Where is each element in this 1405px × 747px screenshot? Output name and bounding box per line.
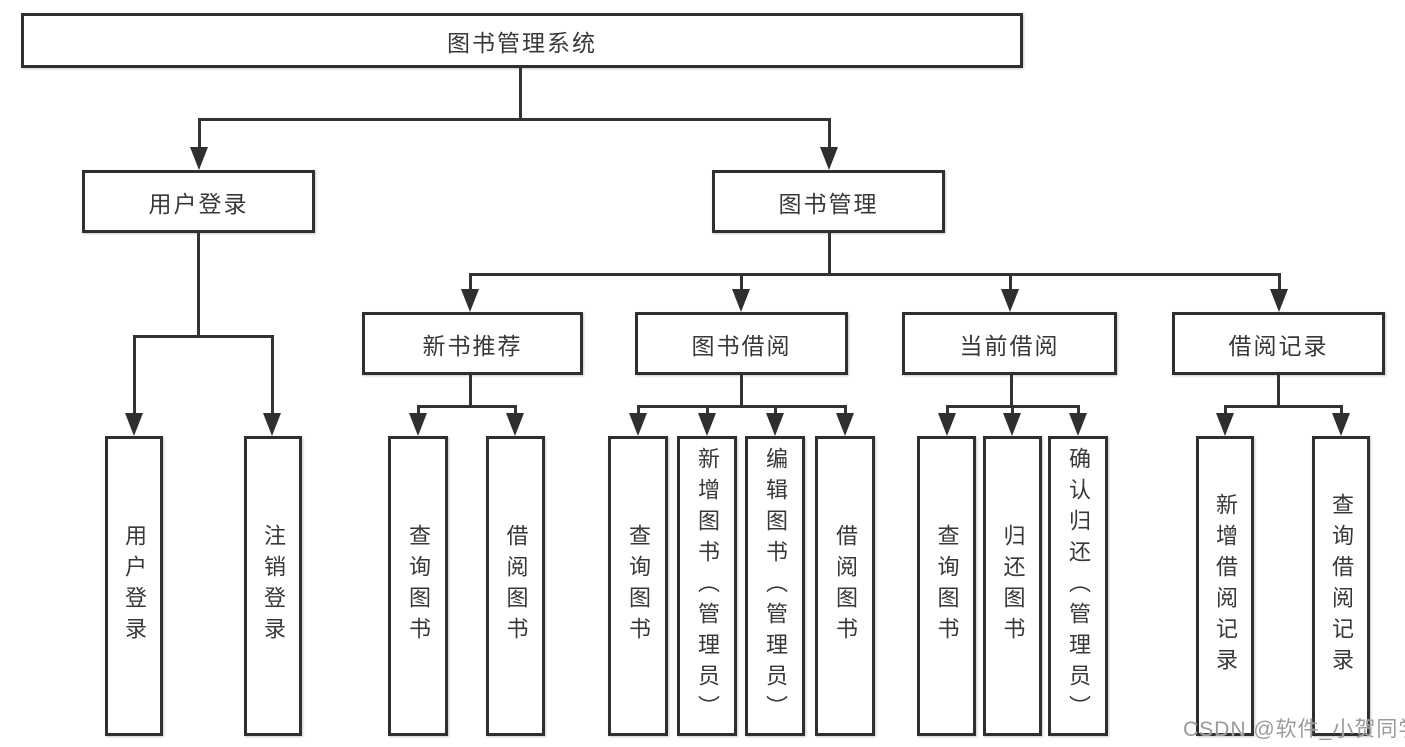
node-label: 编辑图书（管理员） bbox=[763, 446, 788, 726]
leaf-query-borrow-record: 查询借阅记录 bbox=[1312, 436, 1370, 736]
node-label: 借阅记录 bbox=[1228, 332, 1329, 359]
connector-line bbox=[1224, 408, 1227, 416]
node-user-login: 用户登录 bbox=[82, 170, 315, 233]
leaf-borrow-book-2: 借阅图书 bbox=[815, 436, 875, 736]
node-current-borrow: 当前借阅 bbox=[902, 312, 1117, 375]
connector-line bbox=[946, 405, 1080, 408]
down-arrowhead-icon bbox=[766, 413, 784, 436]
leaf-query-book-3: 查询图书 bbox=[917, 436, 976, 736]
down-arrowhead-icon bbox=[506, 413, 524, 436]
connector-line bbox=[1340, 408, 1343, 416]
connector-line bbox=[469, 375, 472, 407]
connector-line bbox=[637, 405, 847, 408]
node-label: 借阅图书 bbox=[503, 524, 529, 648]
connector-line bbox=[133, 338, 136, 414]
connector-line bbox=[844, 408, 847, 416]
down-arrowhead-icon bbox=[461, 289, 479, 312]
down-arrowhead-icon bbox=[1001, 289, 1019, 312]
connector-line bbox=[1010, 375, 1013, 407]
connector-line bbox=[519, 68, 522, 121]
connector-line bbox=[1009, 276, 1012, 291]
leaf-return-book: 归还图书 bbox=[983, 436, 1042, 736]
down-arrowhead-icon bbox=[732, 289, 750, 312]
node-label: 图书借阅 bbox=[691, 332, 792, 359]
down-arrowhead-icon bbox=[629, 413, 647, 436]
node-label: 当前借阅 bbox=[959, 332, 1060, 359]
down-arrowhead-icon bbox=[190, 147, 208, 170]
node-label: 图书管理系统 bbox=[447, 29, 597, 56]
connector-line bbox=[828, 233, 831, 275]
down-arrowhead-icon bbox=[1003, 413, 1021, 436]
node-label: 查询图书 bbox=[626, 524, 651, 648]
connector-line bbox=[1077, 408, 1080, 416]
leaf-borrow-book-1: 借阅图书 bbox=[486, 436, 545, 736]
down-arrowhead-icon bbox=[263, 413, 281, 436]
node-book-management: 图书管理 bbox=[712, 170, 945, 233]
watermark: CSDN @软件_小贺同学 bbox=[1183, 718, 1405, 741]
node-label: 图书管理 bbox=[778, 190, 879, 217]
connector-line bbox=[740, 375, 743, 407]
connector-line bbox=[469, 276, 472, 291]
leaf-confirm-return-admin: 确认归还（管理员） bbox=[1048, 436, 1108, 736]
down-arrowhead-icon bbox=[1069, 413, 1087, 436]
connector-line bbox=[271, 338, 274, 414]
connector-line bbox=[514, 408, 517, 416]
node-label: 归还图书 bbox=[1000, 524, 1026, 648]
connector-line bbox=[1011, 408, 1014, 416]
node-book-borrow: 图书借阅 bbox=[635, 312, 848, 375]
connector-line bbox=[417, 408, 420, 416]
node-label: 新书推荐 bbox=[422, 332, 523, 359]
down-arrowhead-icon bbox=[1216, 413, 1234, 436]
node-label: 确认归还（管理员） bbox=[1066, 446, 1091, 726]
connector-line bbox=[1224, 405, 1343, 408]
connector-line bbox=[637, 408, 640, 416]
down-arrowhead-icon bbox=[836, 413, 854, 436]
node-label: 查询图书 bbox=[406, 524, 431, 648]
connector-line bbox=[133, 335, 274, 338]
down-arrowhead-icon bbox=[698, 413, 716, 436]
connector-line bbox=[1277, 375, 1280, 407]
down-arrowhead-icon bbox=[820, 147, 838, 170]
connector-line bbox=[706, 408, 709, 416]
down-arrowhead-icon bbox=[125, 413, 143, 436]
node-borrow-records: 借阅记录 bbox=[1172, 312, 1385, 375]
node-label: 借阅图书 bbox=[833, 524, 858, 648]
node-new-book-recommend: 新书推荐 bbox=[362, 312, 583, 375]
node-label: 注销登录 bbox=[261, 524, 286, 648]
down-arrowhead-icon bbox=[1270, 289, 1288, 312]
leaf-query-book-1: 查询图书 bbox=[388, 436, 448, 736]
leaf-add-book-admin: 新增图书（管理员） bbox=[677, 436, 737, 736]
down-arrowhead-icon bbox=[409, 413, 427, 436]
leaf-add-borrow-record: 新增借阅记录 bbox=[1196, 436, 1254, 736]
leaf-user-login: 用户登录 bbox=[105, 436, 163, 736]
connector-line bbox=[198, 118, 831, 121]
connector-line bbox=[946, 408, 949, 416]
leaf-edit-book-admin: 编辑图书（管理员） bbox=[745, 436, 805, 736]
node-label: 新增图书（管理员） bbox=[695, 446, 720, 726]
down-arrowhead-icon bbox=[1332, 413, 1350, 436]
node-label: 查询借阅记录 bbox=[1329, 493, 1354, 679]
node-label: 新增借阅记录 bbox=[1213, 493, 1238, 679]
connector-line bbox=[774, 408, 777, 416]
connector-line bbox=[417, 405, 517, 408]
connector-line bbox=[740, 276, 743, 291]
node-book-management-system: 图书管理系统 bbox=[21, 13, 1023, 68]
node-label: 查询图书 bbox=[934, 524, 960, 648]
leaf-logout: 注销登录 bbox=[244, 436, 302, 736]
leaf-query-book-2: 查询图书 bbox=[608, 436, 668, 736]
connector-line bbox=[197, 233, 200, 337]
connector-line bbox=[469, 273, 1281, 276]
node-label: 用户登录 bbox=[122, 524, 147, 648]
connector-line bbox=[828, 121, 831, 150]
connector-line bbox=[1278, 276, 1281, 291]
connector-line bbox=[198, 121, 201, 150]
down-arrowhead-icon bbox=[938, 413, 956, 436]
node-label: 用户登录 bbox=[148, 190, 249, 217]
